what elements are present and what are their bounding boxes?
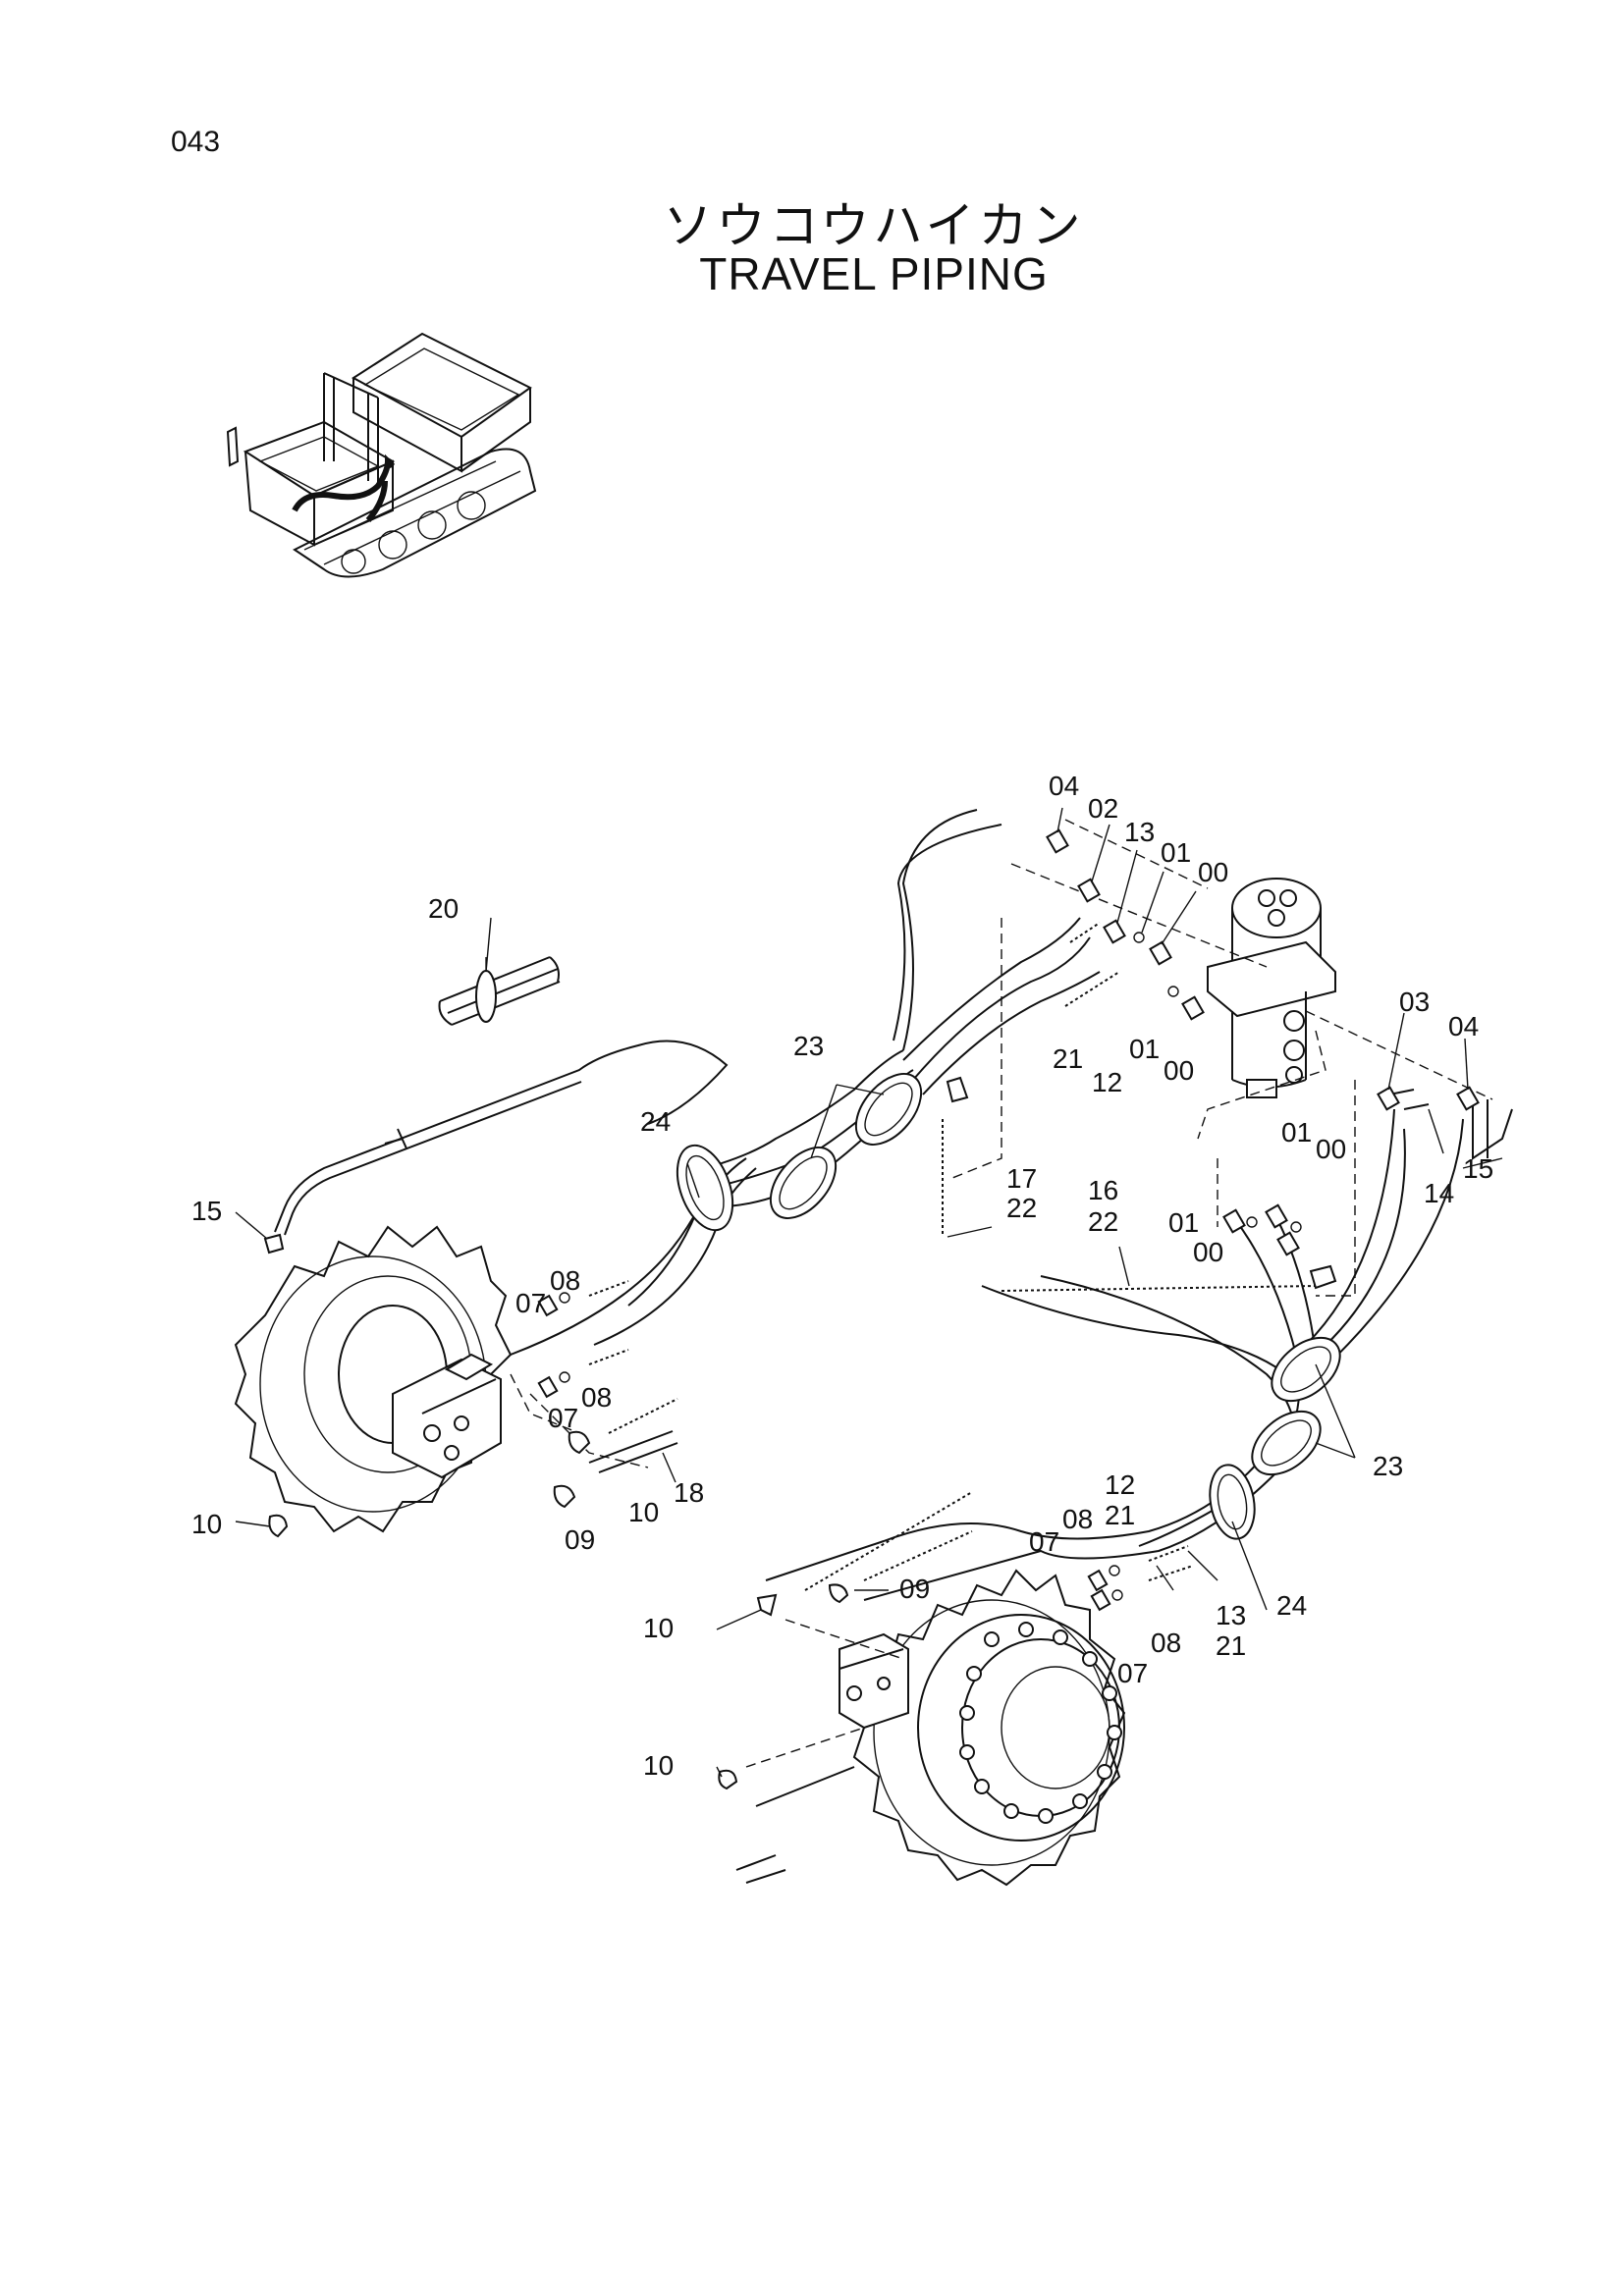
callout-04: 04	[1049, 771, 1079, 801]
callout-01: 01	[1161, 837, 1191, 868]
hose-clamp-20	[438, 956, 561, 1026]
callout-16: 16	[1088, 1175, 1118, 1205]
right-travel-motor	[839, 1569, 1126, 1887]
callout-08: 08	[581, 1382, 612, 1413]
callout-13: 13	[1124, 817, 1155, 847]
title-japanese: ソウコウハイカン	[663, 197, 1085, 254]
callout-22: 22	[1088, 1206, 1118, 1237]
callout-24: 24	[640, 1106, 671, 1137]
callout-23: 23	[1373, 1451, 1403, 1481]
center-swivel-joint	[1207, 878, 1336, 1098]
callout-18: 18	[674, 1477, 704, 1508]
callout-01: 01	[1168, 1207, 1199, 1238]
callout-03: 03	[1399, 987, 1430, 1017]
callout-14: 14	[1424, 1178, 1454, 1208]
callout-08: 08	[1151, 1628, 1181, 1658]
callout-21: 21	[1053, 1043, 1083, 1074]
callout-00: 00	[1193, 1237, 1223, 1267]
callout-12: 12	[1092, 1067, 1122, 1097]
callout-17: 17	[1006, 1163, 1037, 1194]
leader-lines	[235, 807, 1503, 1778]
callout-08: 08	[1062, 1504, 1093, 1534]
callout-15: 15	[1463, 1153, 1493, 1184]
callout-07: 07	[1029, 1526, 1059, 1557]
callout-22: 22	[1006, 1193, 1037, 1223]
callout-15: 15	[191, 1196, 222, 1226]
hydraulic-hoses	[588, 922, 1513, 1884]
callout-10: 10	[643, 1613, 674, 1643]
callout-10: 10	[628, 1497, 659, 1527]
left-travel-motor	[234, 1225, 513, 1533]
callout-02: 02	[1088, 793, 1118, 824]
callout-07: 07	[1117, 1658, 1148, 1688]
hose-grommets	[676, 1073, 1341, 1540]
callout-00: 00	[1164, 1055, 1194, 1086]
callout-10: 10	[643, 1750, 674, 1781]
callout-04: 04	[1448, 1011, 1479, 1041]
callout-00: 00	[1316, 1134, 1346, 1164]
fittings	[263, 828, 1480, 1790]
page-number: 043	[171, 126, 221, 158]
callout-01: 01	[1129, 1034, 1160, 1064]
callout-08: 08	[550, 1265, 580, 1296]
callout-09: 09	[565, 1524, 595, 1555]
callout-01: 01	[1281, 1117, 1312, 1148]
callout-07: 07	[515, 1288, 546, 1318]
title-english: TRAVEL PIPING	[699, 248, 1049, 299]
callout-09: 09	[899, 1574, 930, 1604]
callout-13: 13	[1216, 1600, 1246, 1630]
callout-21: 21	[1216, 1630, 1246, 1661]
callout-23: 23	[793, 1031, 824, 1061]
machine-overview-illustration	[226, 332, 537, 578]
callout-20: 20	[428, 893, 459, 924]
callout-10: 10	[191, 1509, 222, 1539]
callout-00: 00	[1198, 857, 1228, 887]
callout-24: 24	[1276, 1590, 1307, 1621]
callout-21: 21	[1105, 1500, 1135, 1530]
callout-07: 07	[548, 1403, 578, 1433]
callout-labels: 04 02 13 01 00 21 12 01 00 03 04 01 00 0…	[191, 771, 1493, 1781]
callout-12: 12	[1105, 1469, 1135, 1500]
